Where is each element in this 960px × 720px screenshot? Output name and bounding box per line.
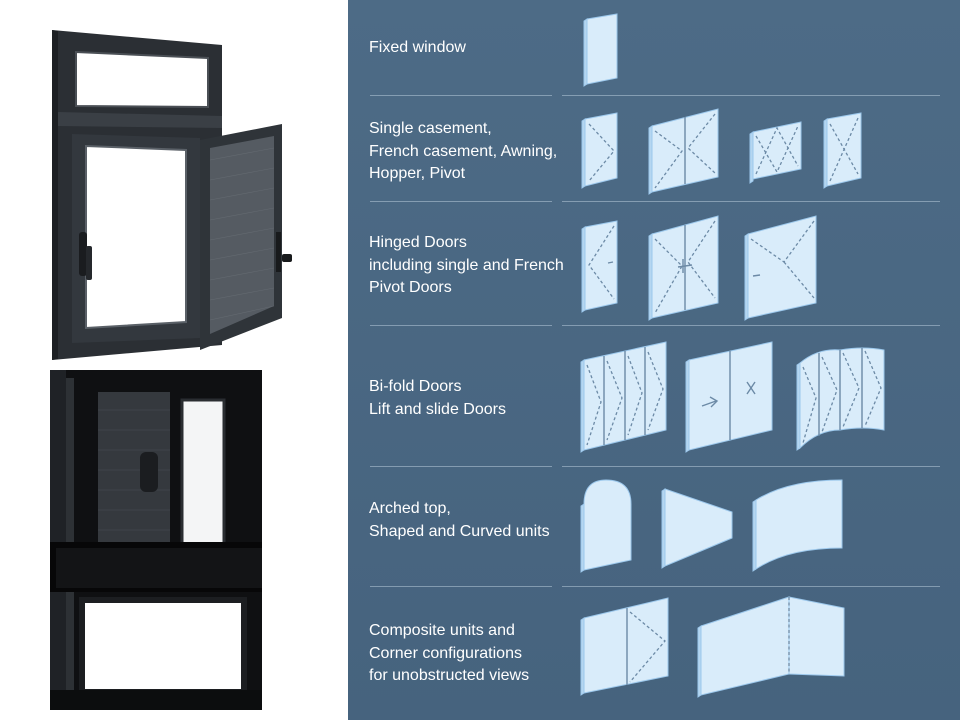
divider: [370, 325, 552, 326]
corner-configuration-icon: [697, 596, 845, 698]
section-label-casement: Single casement, French casement, Awning…: [369, 120, 558, 182]
pivot-door-icon: [744, 215, 817, 321]
fixed-window-icon: [583, 13, 618, 87]
divider: [370, 95, 552, 96]
awning-window-icon: [749, 121, 802, 184]
hinged-single-door-icon: [581, 220, 618, 313]
divider: [562, 586, 940, 587]
composite-unit-icon: [580, 597, 669, 696]
lift-slide-door-icon: [685, 341, 773, 453]
product-photos: [0, 0, 348, 720]
divider: [562, 201, 940, 202]
divider: [370, 201, 552, 202]
divider: [562, 325, 940, 326]
curved-bifold-door-icon: [796, 347, 885, 451]
section-label-hinged-doors: Hinged Doors including single and French…: [369, 234, 564, 296]
window-types-panel: Fixed window Single casement, French cas…: [348, 0, 960, 720]
bifold-doors-icon: [580, 341, 667, 453]
divider: [370, 466, 552, 467]
curved-unit-icon: [752, 479, 843, 572]
pivot-window-icon: [823, 112, 862, 189]
sliding-window-with-screen-photo: [50, 370, 262, 710]
divider: [562, 466, 940, 467]
section-label-fixed-window: Fixed window: [369, 39, 466, 56]
casement-window-with-transom-photo: [52, 30, 292, 360]
divider: [370, 586, 552, 587]
single-casement-icon: [581, 112, 618, 189]
section-label-bifold-doors: Bi-fold Doors Lift and slide Doors: [369, 378, 506, 418]
section-label-composite: Composite units and Corner configuration…: [369, 622, 530, 684]
section-label-arched-shaped: Arched top, Shaped and Curved units: [369, 500, 550, 540]
divider: [562, 95, 940, 96]
shaped-unit-icon: [661, 488, 733, 569]
french-casement-icon: [648, 108, 719, 195]
arched-top-window-icon: [580, 479, 632, 573]
french-door-icon: [648, 215, 719, 321]
